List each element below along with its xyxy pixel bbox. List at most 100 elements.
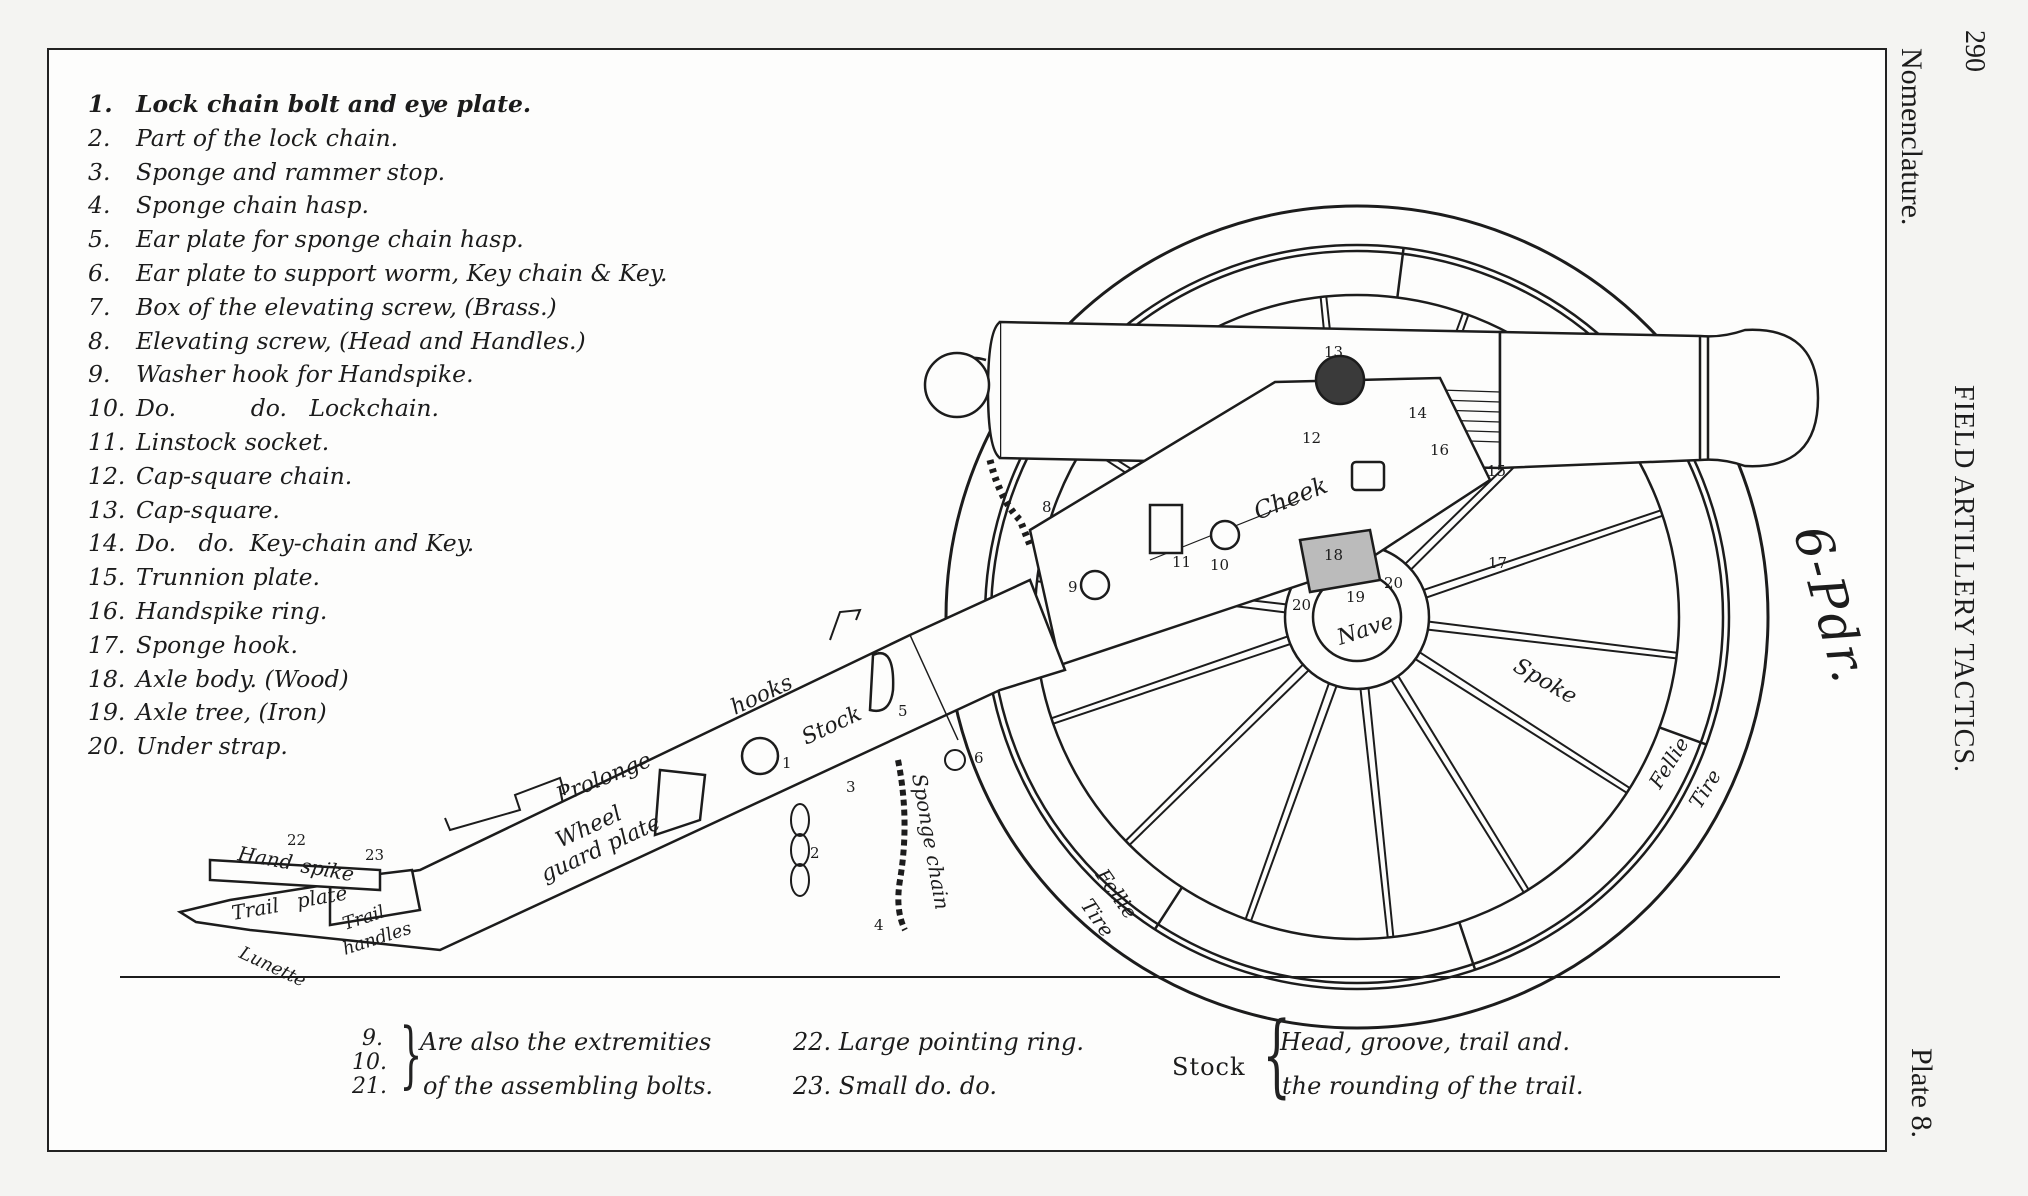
item-number: 17. [88,630,126,659]
part-number-callout: 20 [1384,574,1403,592]
item-text: Trunnion plate. [136,563,320,592]
part-number-callout: 12 [1302,429,1321,447]
item-number: 20. [88,732,126,761]
nomenclature-item: 9. Washer hook for Handspike. [88,358,667,392]
item-number: 14. [88,529,126,558]
fellie-label-right: Fellie [1643,733,1693,794]
item-text: Lock chain bolt and eye plate. [136,90,532,118]
sponge-chain-label: Sponge chain [907,772,955,912]
nomenclature-item: 18. Axle body. (Wood) [88,663,667,697]
spoke-label: Spoke [1509,654,1581,710]
bolt-number-2: 10. [352,1050,387,1075]
nomenclature-item: 1.Lock chain bolt and eye plate. [88,88,667,122]
part-number-callout: 10 [1210,556,1229,574]
nomenclature-item: 5. Ear plate for sponge chain hasp. [88,223,667,257]
item-text: Sponge chain hasp. [136,191,369,220]
item-number: 6. [88,258,111,287]
bolt-number-1: 9. [362,1026,383,1051]
bolts-note-line1: Are also the extremities [420,1028,712,1056]
nomenclature-item: 13. Cap-square. [88,494,667,528]
item-number: 13. [88,495,126,524]
item-number: 11. [88,427,126,456]
part-number-callout: 19 [1346,588,1365,606]
item-text: Under strap. [136,732,288,761]
nomenclature-item: 2. Part of the lock chain. [88,122,667,156]
nomenclature-item: 8. Elevating screw, (Head and Handles.) [88,325,667,359]
nomenclature-item: 15. Trunnion plate. [88,561,667,595]
item-number: 4. [88,191,111,220]
part-number-callout: 11 [1172,553,1191,571]
item-text: Elevating screw, (Head and Handles.) [136,326,586,355]
item-number: 16. [88,596,126,625]
nomenclature-item: 16. Handspike ring. [88,595,667,629]
part-number-callout: 8 [1042,498,1052,516]
part-number-callout: 22 [287,831,306,849]
part-number-callout: 2 [810,844,820,862]
part-number-callout: 17 [1488,554,1507,572]
bolt-number-3: 21. [352,1074,387,1099]
stock-footnote-label: Stock [1172,1053,1246,1081]
item-number: 15. [88,563,126,592]
nomenclature-item: 17. Sponge hook. [88,629,667,663]
plate-frame [47,48,1887,1152]
nomenclature-item: 10. Do. do. Lockchain. [88,392,667,426]
part-number-callout: 18 [1324,546,1343,564]
item-number: 19. [88,698,126,727]
part-number-callout: 23 [365,846,384,864]
pointing-ring-line2: 23. Small do. do. [793,1072,997,1100]
item-text: Sponge hook. [136,630,298,659]
item-number: 12. [88,461,126,490]
part-number-callout: 16 [1430,441,1449,459]
item-text: Axle tree, (Iron) [136,698,327,727]
part-number-callout: 9 [1068,578,1078,596]
item-number: 5. [88,225,111,254]
pointing-ring-line1: 22. Large pointing ring. [793,1028,1085,1056]
item-text: Linstock socket. [136,427,330,456]
nomenclature-item: 6. Ear plate to support worm, Key chain &… [88,257,667,291]
item-number: 7. [88,292,111,321]
item-text: Sponge and rammer stop. [136,157,446,186]
nomenclature-item: 20. Under strap. [88,730,667,764]
trail-stock [176,578,1067,952]
nomenclature-item: 7. Box of the elevating screw, (Brass.) [88,291,667,325]
part-number-callout: 6 [974,749,984,767]
item-text: Axle body. (Wood) [136,664,349,693]
item-number: 8. [88,326,111,355]
item-text: Handspike ring. [136,596,328,625]
item-text: Box of the elevating screw, (Brass.) [136,292,557,321]
item-text: Do. do. Lockchain. [136,394,439,423]
item-text: Cap-square. [136,495,280,524]
stock-note-line2: the rounding of the trail. [1282,1072,1584,1100]
item-number: 9. [88,360,111,389]
nomenclature-item: 11. Linstock socket. [88,426,667,460]
item-number: 2. [88,123,111,152]
bolts-brace: } [399,1012,423,1096]
stock-brace: { [1262,1003,1291,1108]
part-number-callout: 14 [1408,404,1427,422]
item-text: Part of the lock chain. [136,123,399,152]
part-number-callout: 20 [1292,596,1311,614]
part-number-callout: 1 [782,754,792,772]
item-text: Washer hook for Handspike. [136,360,474,389]
nave-label: Nave [1333,609,1397,651]
nomenclature-item: 12. Cap-square chain. [88,460,667,494]
nomenclature-item: 4. Sponge chain hasp. [88,189,667,223]
part-number-callout: 13 [1324,343,1343,361]
item-text: Ear plate for sponge chain hasp. [136,225,524,254]
part-number-callout: 4 [874,916,884,934]
part-number-callout: 3 [846,778,856,796]
nomenclature-item: 19. Axle tree, (Iron) [88,696,667,730]
stock-note-line1: Head, groove, trail and. [1280,1028,1570,1056]
item-number: 10. [88,394,126,423]
chains [790,459,1034,932]
nomenclature-item: 14.Do. do. Key-chain and Key. [88,527,667,561]
nomenclature-list: 1.Lock chain bolt and eye plate.2. Part o… [88,88,667,764]
item-number: 3. [88,157,111,186]
item-text: Cap-square chain. [136,461,353,490]
item-number: 18. [88,664,126,693]
item-text: Ear plate to support worm, Key chain & K… [136,258,668,287]
nomenclature-item: 3. Sponge and rammer stop. [88,156,667,190]
tire-label-right: Tire [1684,765,1726,813]
cheek [1028,354,1492,667]
